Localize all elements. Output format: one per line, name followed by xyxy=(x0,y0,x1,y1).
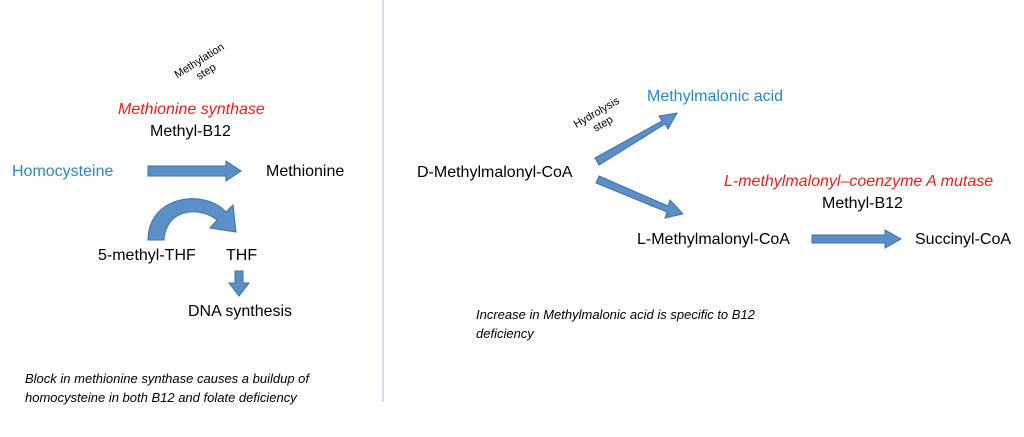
arrow-to-methylmalonic-acid xyxy=(594,112,678,166)
arrow-to-l-methylmalonyl-coa xyxy=(595,175,684,219)
arrow-to-succinyl-coa xyxy=(811,229,903,249)
arrow-thf-to-dna-synthesis xyxy=(227,270,251,297)
donor-5-methyl-thf: 5-methyl-THF xyxy=(98,247,196,264)
downstream-dna-synthesis: DNA synthesis xyxy=(188,303,293,320)
product-succinyl-coa: Succinyl-CoA xyxy=(915,231,1012,248)
cofactor-thf: THF xyxy=(226,247,258,264)
enzyme-methionine-synthase: Methionine synthase xyxy=(118,101,265,118)
right-footnote: Increase in Methylmalonic acid is specif… xyxy=(476,307,755,341)
substrate-d-methylmalonyl-coa: D-Methylmalonyl-CoA xyxy=(417,164,573,181)
cofactor-methyl-b12-right: Methyl-B12 xyxy=(822,195,903,212)
intermediate-l-methylmalonyl-coa: L-Methylmalonyl-CoA xyxy=(637,231,790,248)
curved-arrow-methyl-transfer xyxy=(147,198,237,241)
substrate-homocysteine: Homocysteine xyxy=(12,163,114,180)
cofactor-methyl-b12-left: Methyl-B12 xyxy=(150,123,231,140)
enzyme-methylmalonyl-mutase: L-methylmalonyl–coenzyme A mutase xyxy=(724,173,994,190)
product-methionine: Methionine xyxy=(266,163,345,180)
branch-methylmalonic-acid: Methylmalonic acid xyxy=(647,88,784,105)
left-footnote: Block in methionine synthase causes a bu… xyxy=(25,371,310,405)
arrow-homocysteine-to-methionine xyxy=(147,160,242,182)
